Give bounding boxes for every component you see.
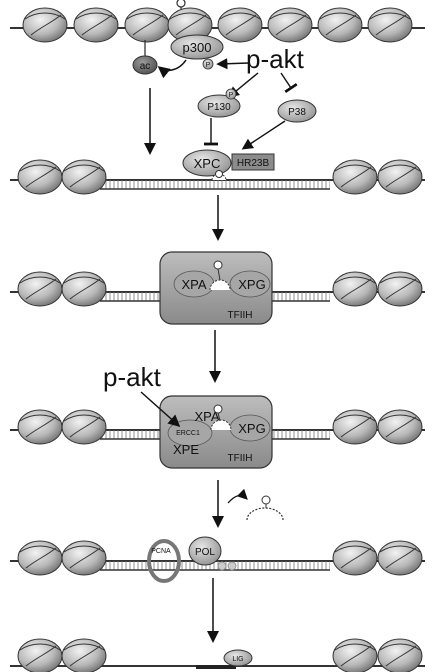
xpa-label: XPA xyxy=(194,409,219,424)
nucleosome xyxy=(61,271,107,307)
nucleosome xyxy=(332,271,378,307)
pcna-label: PCNA xyxy=(151,548,171,555)
nucleosome xyxy=(377,159,423,195)
chromatin-row-5: PCNA POL xyxy=(10,536,425,583)
nucleosome xyxy=(332,159,378,195)
lig-label: LIG xyxy=(232,656,243,663)
nucleosome xyxy=(217,7,263,43)
xpe-label: XPE xyxy=(173,442,199,457)
xpc-label: XPC xyxy=(194,156,221,171)
nucleosome xyxy=(367,7,413,43)
pcna-clamp: PCNA xyxy=(147,539,181,583)
nucleosome xyxy=(377,271,423,307)
nucleosome xyxy=(61,540,107,576)
nucleosome xyxy=(61,409,107,445)
pol-label: POL xyxy=(195,547,215,558)
phospho-label: P xyxy=(206,62,211,69)
p130-protein: P130 P xyxy=(197,88,241,118)
tfiih-label: TFIIH xyxy=(228,310,253,321)
xpa-label: XPA xyxy=(181,277,206,292)
chromatin-row-1 xyxy=(10,0,425,43)
nucleosome xyxy=(332,638,378,672)
ercc1-label: ERCC1 xyxy=(176,430,200,437)
chromatin-row-6: LIG xyxy=(10,638,425,672)
p130-label: P130 xyxy=(207,102,231,113)
chromatin-row-3: XPA XPG TFIIH xyxy=(10,251,425,325)
tfiih-label: TFIIH xyxy=(228,453,253,464)
excised-oligo-icon xyxy=(227,488,284,521)
p300-label: p300 xyxy=(183,40,212,55)
ligase: LIG xyxy=(223,649,253,667)
nucleosome xyxy=(61,159,107,195)
nucleosome xyxy=(17,271,63,307)
nucleosome xyxy=(17,409,63,445)
p300-complex: p300 ac P xyxy=(132,34,224,79)
tfiih-complex-box: XPA XPG TFIIH xyxy=(159,251,273,325)
nucleosome xyxy=(332,540,378,576)
nucleosome xyxy=(22,7,68,43)
incision-complex-box: ERCC1 XPA XPE XPG TFIIH xyxy=(159,395,273,469)
polymerase: POL xyxy=(188,536,237,571)
p-akt-label-top: p-akt xyxy=(246,44,305,74)
chromatin-row-4: ERCC1 XPA XPE XPG TFIIH xyxy=(10,395,425,469)
nucleosome xyxy=(73,7,119,43)
xpg-label: XPG xyxy=(238,277,265,292)
nucleosome xyxy=(317,7,363,43)
nucleosome xyxy=(377,638,423,672)
xpc-hr23b-complex: XPC HR23B xyxy=(182,149,275,181)
hr23b-label: HR23B xyxy=(237,158,270,169)
ac-label: ac xyxy=(140,61,151,72)
p38-protein: P38 xyxy=(277,99,317,123)
xpg-label: XPG xyxy=(238,421,265,436)
nucleosome xyxy=(17,159,63,195)
nucleosome xyxy=(61,638,107,672)
chromatin-row-2: XPC HR23B xyxy=(10,149,425,195)
nucleosome xyxy=(124,7,170,43)
nucleosome xyxy=(17,638,63,672)
nucleosome xyxy=(17,540,63,576)
nucleosome xyxy=(377,409,423,445)
nucleosome xyxy=(267,7,313,43)
p38-label: P38 xyxy=(288,107,306,118)
phospho-label: P xyxy=(229,92,234,99)
nucleosome xyxy=(332,409,378,445)
p-akt-label-middle: p-akt xyxy=(103,362,162,392)
nucleosome xyxy=(377,540,423,576)
dna-lesion-icon xyxy=(176,0,186,9)
